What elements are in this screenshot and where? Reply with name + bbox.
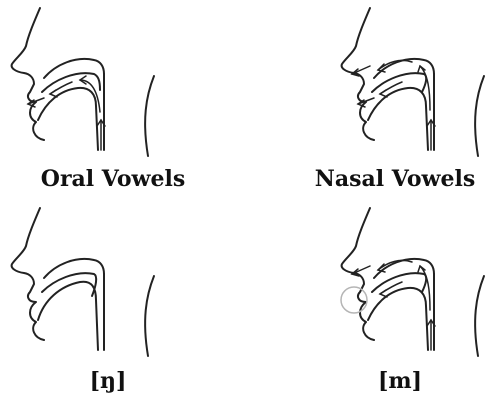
tongue [368,288,428,350]
face-profile [342,208,374,340]
neck-back [145,276,154,356]
neck-back [475,276,484,356]
caption-oral-vowels: Oral Vowels [28,166,198,192]
face-profile [12,208,44,340]
bilabial-nasal-panel [330,200,496,368]
neck-back [145,76,154,156]
velar-nasal-vocal-tract [0,200,200,368]
tongue-raised-back [38,282,98,350]
tongue [38,88,98,150]
oral-vowels-vocal-tract [0,0,200,168]
face-profile [342,8,374,140]
nasal-vowels-vocal-tract [330,0,496,168]
caption-velar-nasal: [ŋ] [38,368,178,394]
neck-back [475,76,484,156]
caption-nasal-vowels: Nasal Vowels [300,166,490,192]
nasal-vowels-panel [330,0,496,168]
tongue [368,88,428,150]
caption-bilabial-nasal: [m] [340,368,460,394]
oral-vowels-panel [0,0,200,168]
velar-nasal-panel [0,200,200,368]
closed-lips-circle [341,287,367,313]
face-profile [12,8,44,140]
bilabial-nasal-vocal-tract [330,200,496,368]
